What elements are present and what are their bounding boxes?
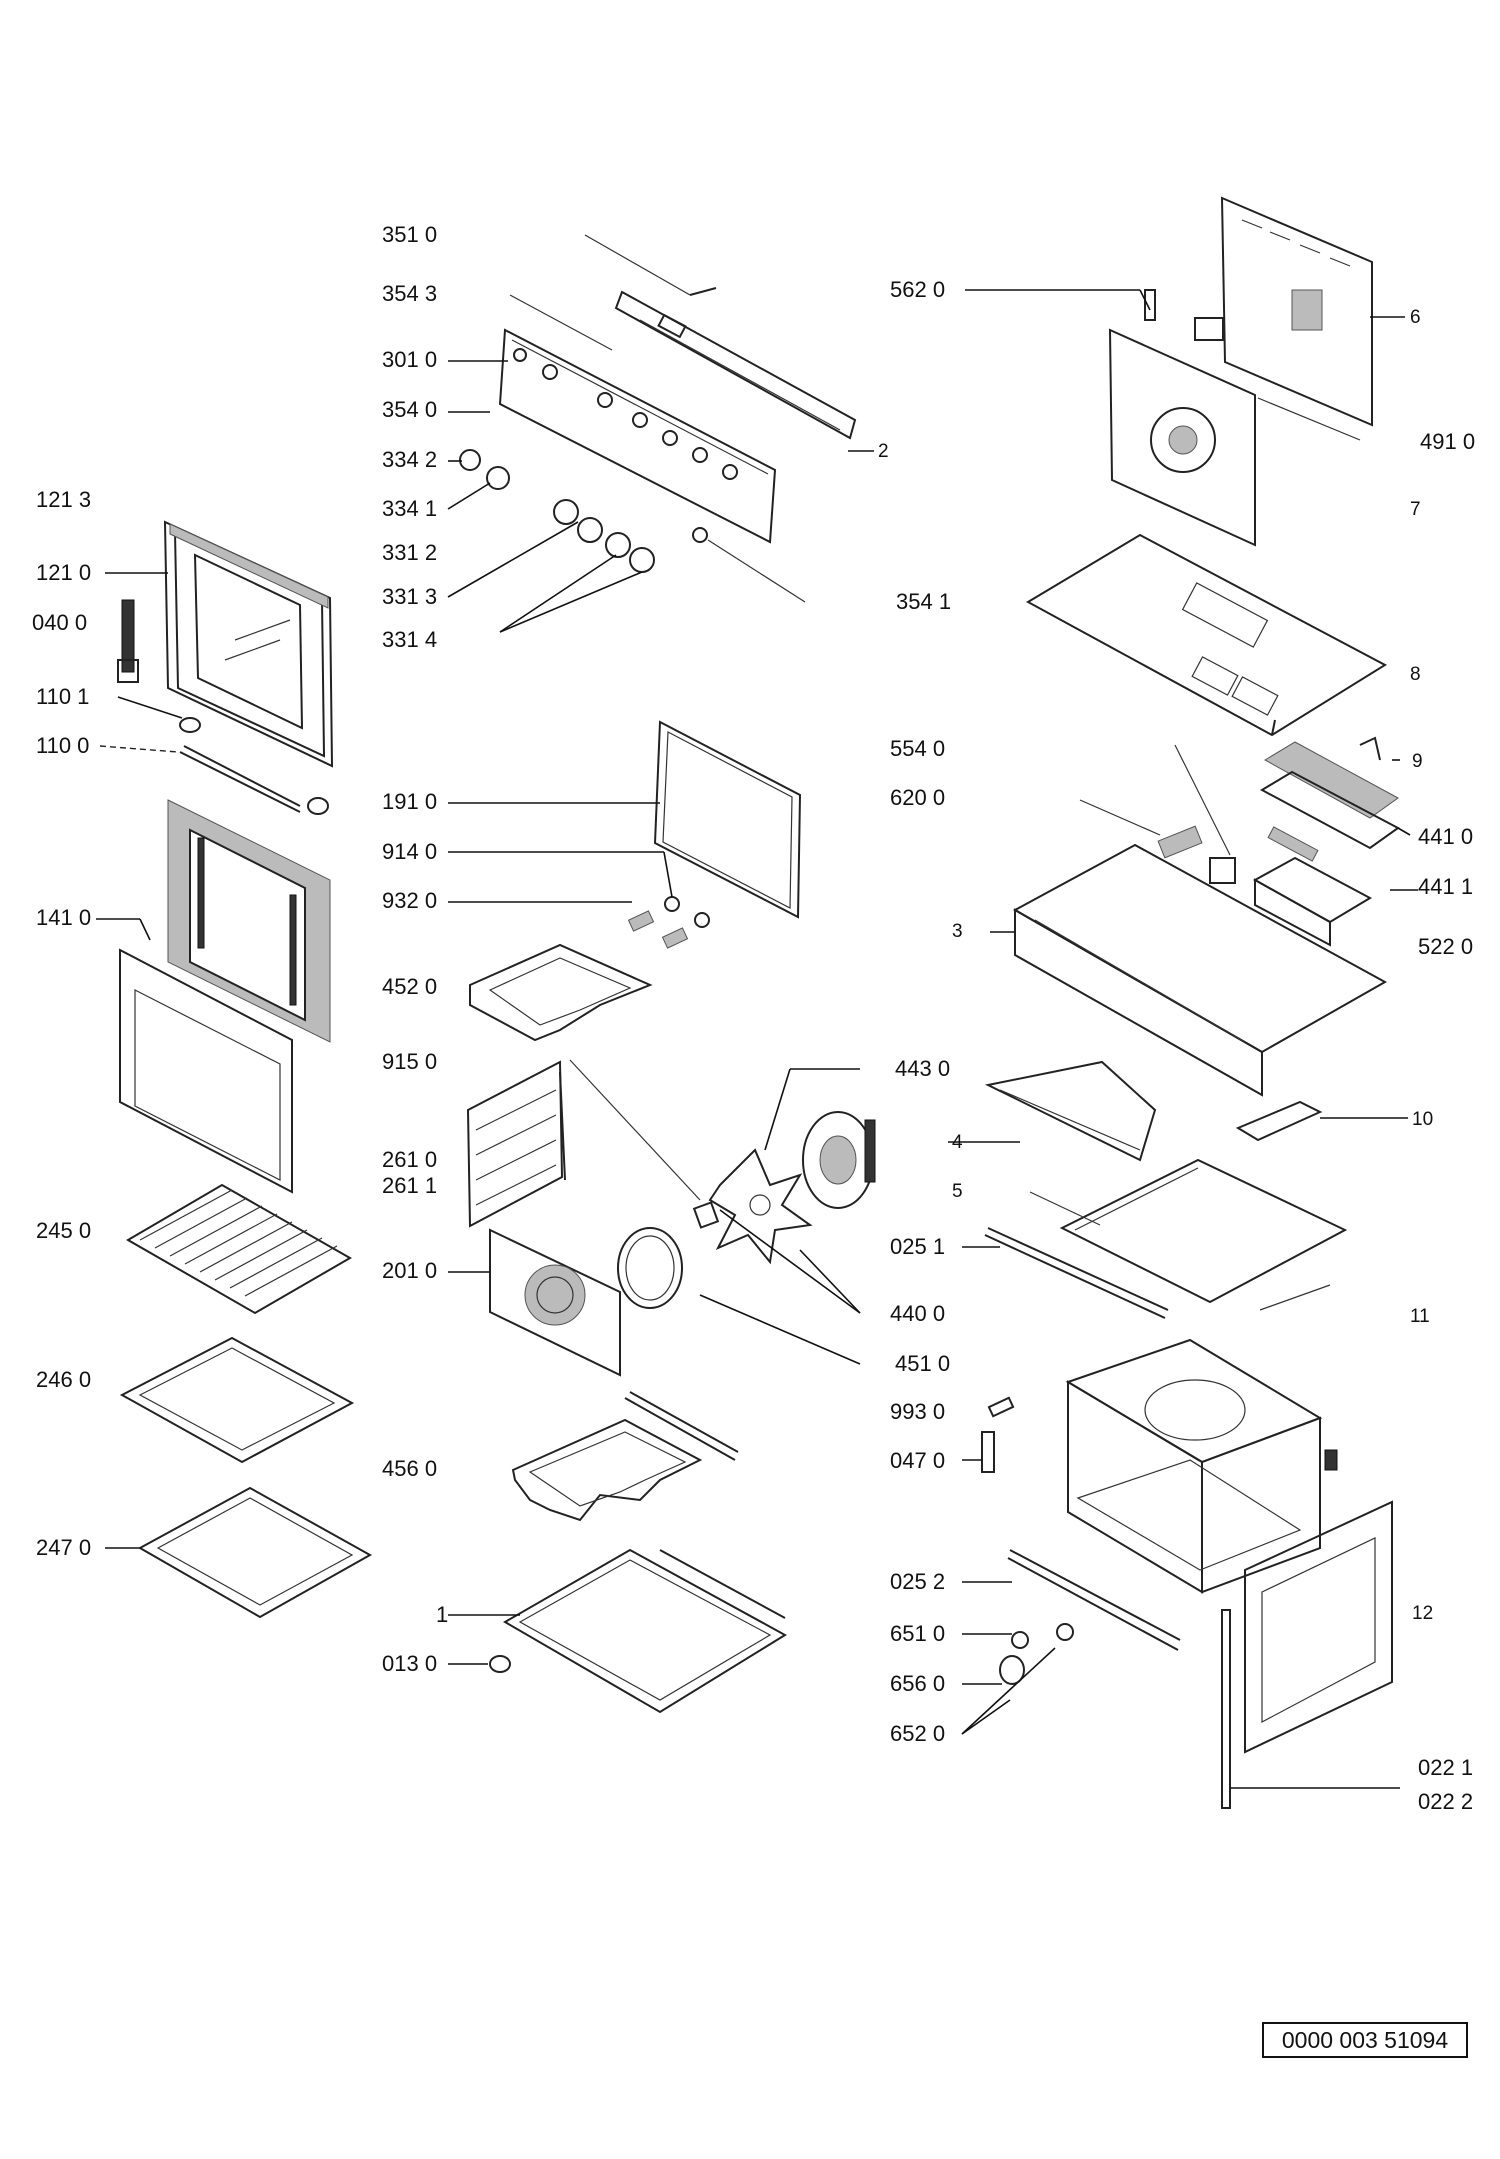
top-cover (1025, 533, 1388, 737)
inner-glass-panel (448, 720, 802, 919)
bottom-heating-element (511, 1391, 739, 1522)
side-door-frame (1221, 1500, 1400, 1809)
lower-rail-and-switches (961, 1549, 1181, 1735)
rear-cover-assembly (965, 196, 1405, 547)
top-deflector (948, 1060, 1408, 1162)
door-assembly (99, 520, 334, 815)
inner-door-glass (96, 799, 331, 1194)
deep-tray (105, 1486, 373, 1619)
oven-base-plate (448, 1548, 787, 1714)
document-number-box: 0000 003 51094 (1262, 2022, 1468, 2058)
baking-tray (119, 1336, 355, 1464)
outer-case (990, 736, 1418, 1097)
wire-shelf (126, 1183, 353, 1315)
oven-cavity (962, 1338, 1338, 1594)
shelf-runners (466, 1060, 566, 1228)
grill-element (448, 851, 710, 1201)
control-panel-assembly (447, 234, 874, 633)
fan-rear-panel (448, 1201, 720, 1377)
cavity-top-panel (962, 1158, 1348, 1319)
convection-fan (699, 1068, 876, 1365)
